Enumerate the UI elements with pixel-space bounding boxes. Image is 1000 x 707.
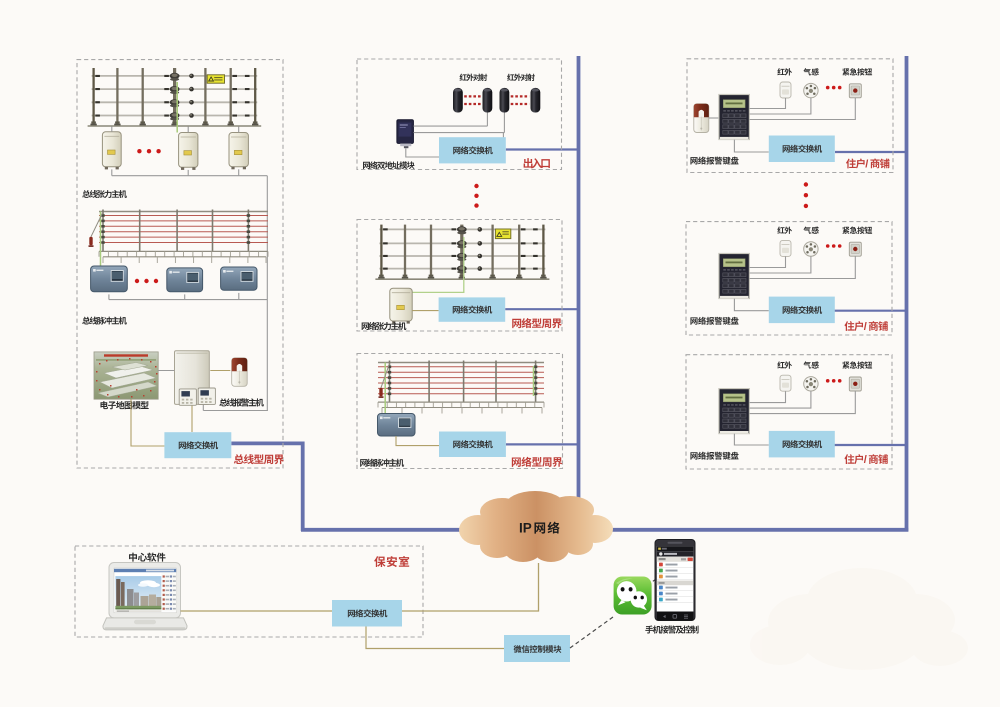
svg-text:/: /	[864, 454, 867, 466]
svg-text:IP: IP	[519, 521, 532, 536]
svg-text:/: /	[865, 158, 868, 170]
svg-text:/: /	[864, 321, 867, 333]
